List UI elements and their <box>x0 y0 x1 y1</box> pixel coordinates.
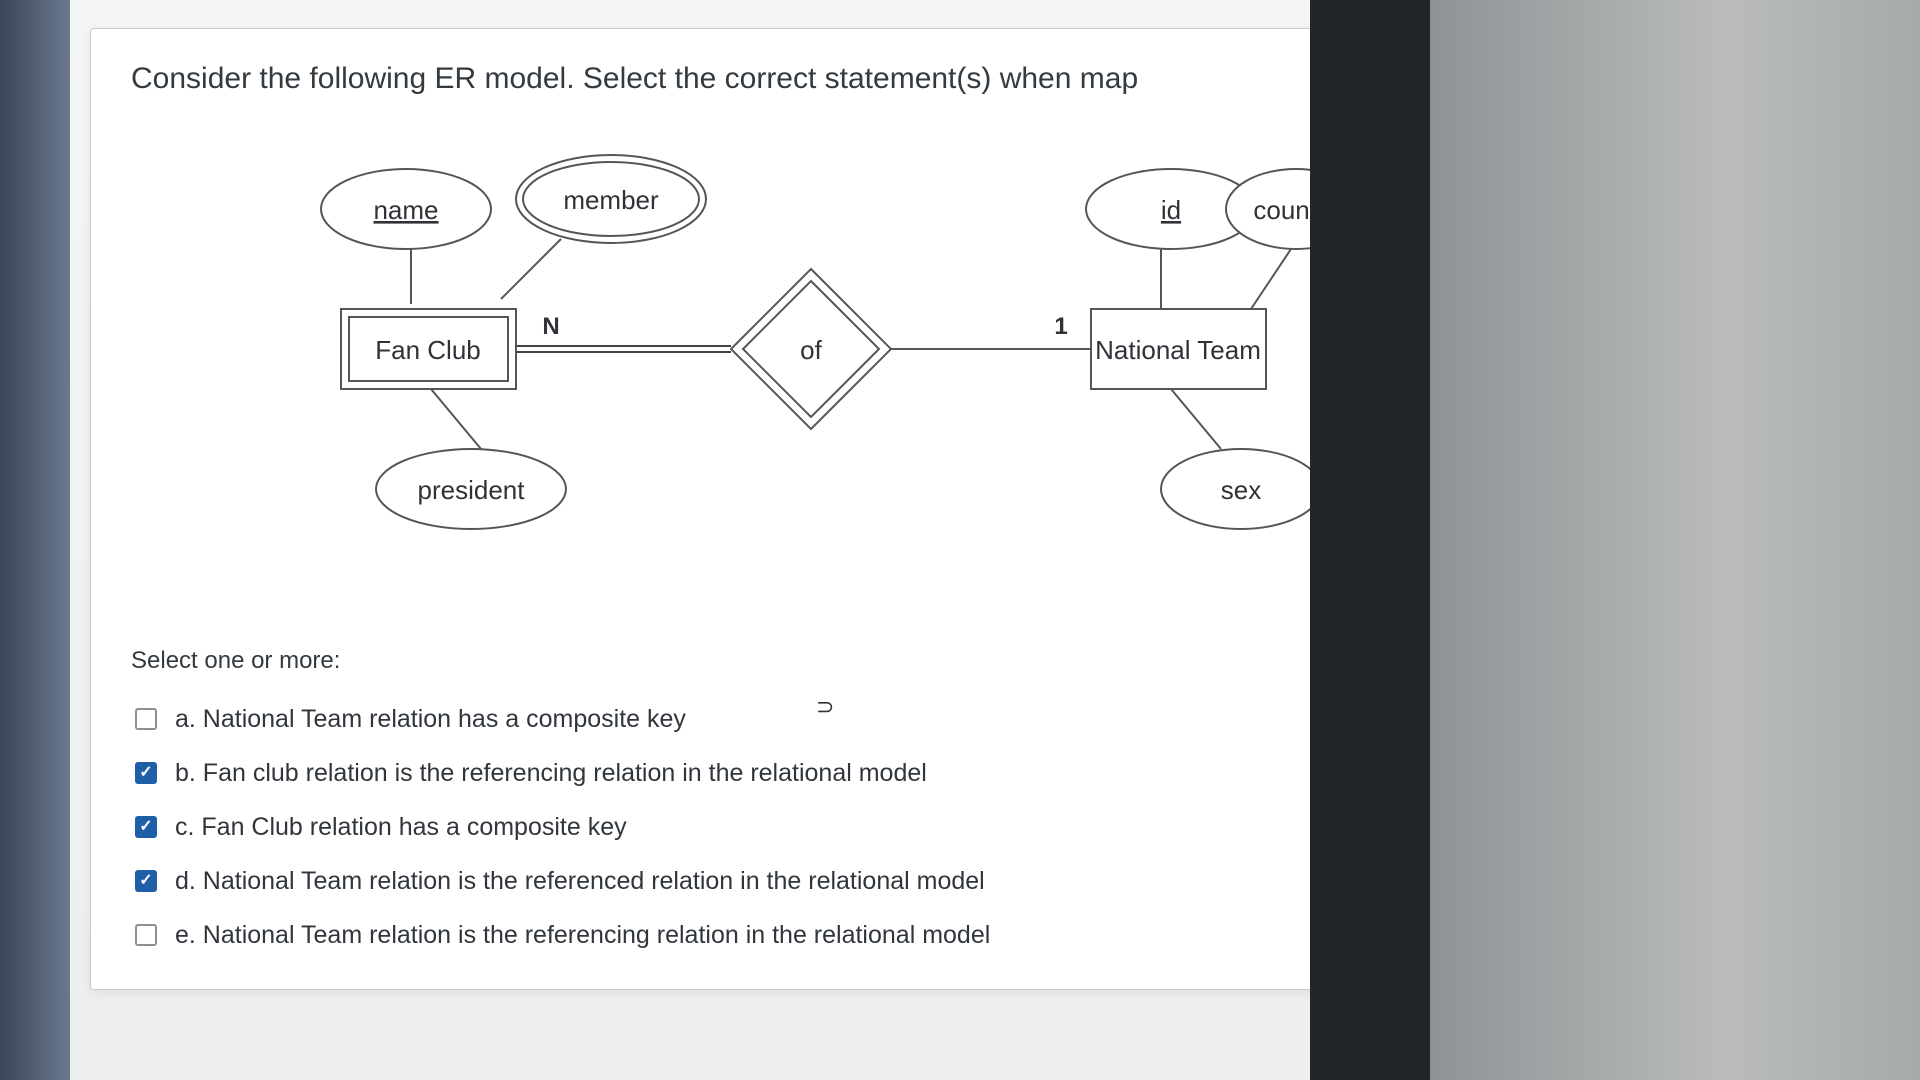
relationship-of-outer <box>729 267 893 431</box>
question-text: Consider the following ER model. Select … <box>131 62 1139 95</box>
answer-option-label[interactable]: d. National Team relation is the referen… <box>175 867 985 895</box>
answer-option[interactable]: ✓ c. Fan Club relation has a composite ke… <box>131 800 1751 854</box>
answer-option-label[interactable]: b. Fan club relation is the referencing … <box>175 759 927 787</box>
attribute-president-ellipse <box>375 448 567 530</box>
options-list: a. National Team relation has a composit… <box>131 692 1751 962</box>
attribute-member-outer <box>515 154 707 244</box>
answer-option[interactable]: e. National Team relation is the referen… <box>131 908 1751 962</box>
attribute-id: id <box>1161 195 1181 225</box>
checkbox-checked-icon[interactable]: ✓ <box>135 870 157 892</box>
checkmark-icon: ✓ <box>139 872 153 889</box>
er-diagram: name member president id country sex Fan… <box>320 154 1367 530</box>
line-fanclub-member <box>500 238 562 300</box>
attribute-member-inner <box>522 161 700 237</box>
cardinality-1: 1 <box>1054 313 1067 340</box>
attribute-president: president <box>418 475 526 505</box>
cardinality-n: N <box>542 313 559 340</box>
attribute-member: member <box>563 185 659 215</box>
line-fanclub-president <box>430 388 482 450</box>
answer-option-label[interactable]: c. Fan Club relation has a composite key <box>175 813 627 841</box>
entity-fan-club: Fan Club <box>375 335 481 365</box>
answer-option-label[interactable]: a. National Team relation has a composit… <box>175 705 686 733</box>
laptop-keyboard <box>1430 0 1920 1080</box>
entity-national-team-box <box>1090 308 1267 390</box>
entity-national-team: National Team <box>1095 335 1261 365</box>
line-nationalteam-country <box>1250 248 1292 310</box>
screen-edge <box>0 0 70 1080</box>
checkbox-checked-icon[interactable]: ✓ <box>135 816 157 838</box>
relationship-of: of <box>800 335 822 365</box>
entity-fan-club-inner <box>348 316 509 382</box>
answer-block: Select one or more: a. National Team rel… <box>131 644 1751 962</box>
checkbox-icon[interactable] <box>135 708 157 730</box>
relationship-of-inner <box>741 279 881 419</box>
checkbox-icon[interactable] <box>135 924 157 946</box>
entity-fan-club-outer <box>340 308 517 390</box>
answer-option[interactable]: ✓ b. Fan club relation is the referencing… <box>131 746 1751 800</box>
checkbox-checked-icon[interactable]: ✓ <box>135 762 157 784</box>
answer-prompt: Select one or more: <box>131 647 341 674</box>
mouse-cursor-icon: ⊃ <box>816 694 835 719</box>
attribute-sex: sex <box>1221 475 1261 505</box>
checkmark-icon: ✓ <box>139 818 153 835</box>
answer-option[interactable]: a. National Team relation has a composit… <box>131 692 1751 746</box>
answer-option[interactable]: ✓ d. National Team relation is the refere… <box>131 854 1751 908</box>
answer-option-label[interactable]: e. National Team relation is the referen… <box>175 921 991 949</box>
attribute-name-ellipse <box>320 168 492 250</box>
attribute-name: name <box>373 195 438 225</box>
checkmark-icon: ✓ <box>139 764 153 781</box>
line-nationalteam-sex <box>1170 388 1222 450</box>
